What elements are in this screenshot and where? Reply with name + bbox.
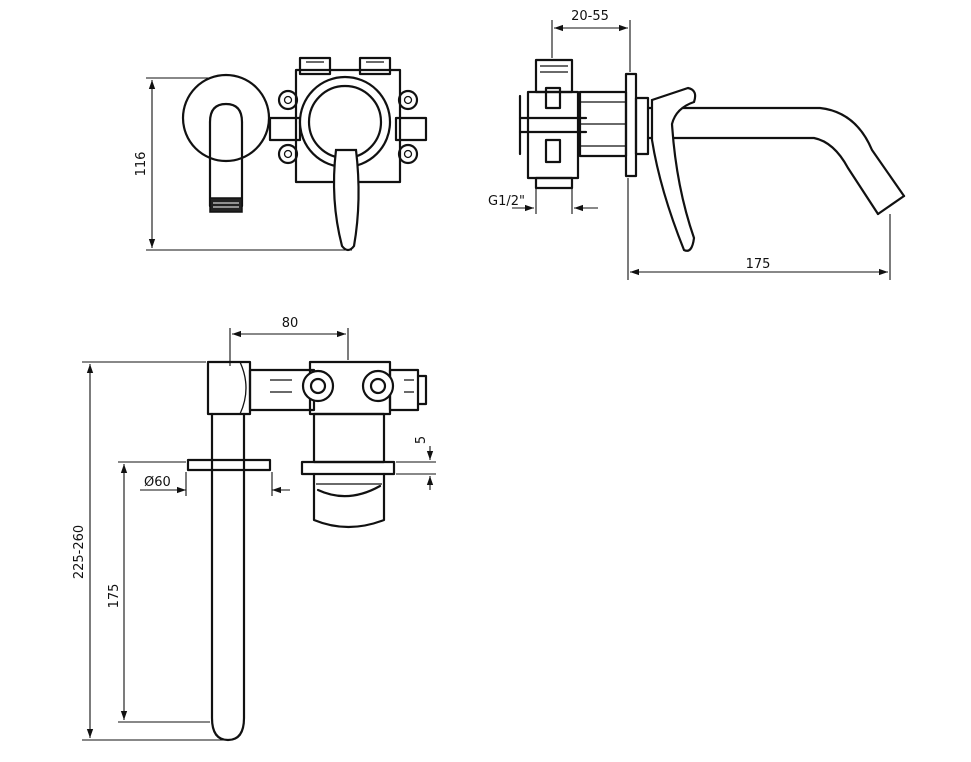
front-height-label: 116	[134, 152, 149, 177]
side-depth-label: 20-55	[571, 9, 609, 24]
front-view: 116	[134, 56, 428, 252]
side-spout	[646, 106, 906, 216]
top-spout-label: 175	[107, 584, 122, 609]
top-offset-extension	[396, 461, 436, 475]
side-lever-handle	[650, 86, 697, 252]
side-depth-extension	[551, 20, 631, 72]
side-spout-label: 175	[746, 257, 771, 272]
top-cartridge-housing	[312, 412, 386, 464]
top-body-label: 80	[282, 316, 299, 331]
top-total-label: 225-260	[72, 525, 87, 579]
front-lever-handle	[332, 148, 360, 252]
side-view: 20-55 G1/2" 175	[488, 9, 906, 280]
side-thread-label: G1/2"	[488, 194, 525, 209]
front-height-extension	[146, 77, 352, 251]
side-spout-extension	[627, 178, 891, 280]
top-total-extension	[82, 361, 228, 741]
front-spout-pipe	[208, 120, 244, 208]
side-wall-plate	[624, 72, 638, 178]
side-wall-box	[526, 90, 580, 180]
top-lever-cap	[312, 472, 386, 529]
top-offset-label: 5	[414, 436, 429, 444]
top-spout-flange	[186, 458, 272, 472]
front-spout-flange	[181, 73, 271, 163]
top-body-extension	[229, 328, 349, 366]
top-flange-label: Ø60	[144, 475, 171, 490]
front-mixer-body	[268, 56, 428, 184]
top-spout-extension	[118, 461, 210, 723]
top-spout-pipe	[210, 412, 246, 742]
top-wall-plate	[300, 460, 396, 476]
top-view: 80 5 Ø60 175 225-260	[72, 316, 436, 742]
front-spout-aerator	[209, 197, 243, 213]
side-thread-extension	[535, 188, 573, 214]
